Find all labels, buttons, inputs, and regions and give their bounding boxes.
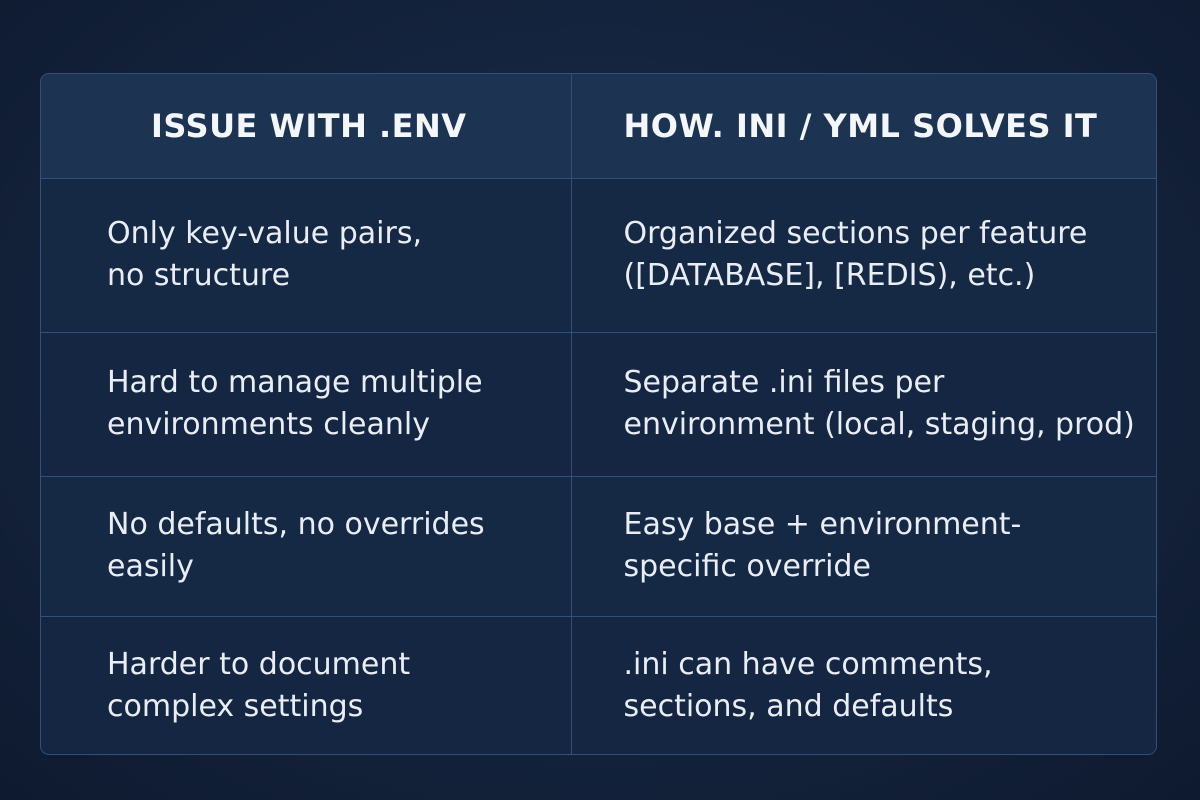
cell-text-line: Only key-value pairs, <box>107 216 422 251</box>
table-row: Only key-value pairs, no structure Organ… <box>41 177 1156 333</box>
cell-text-line: ([DATABASE], [REDIS), etc.) <box>623 258 1036 293</box>
header-issue: ISSUE WITH .ENV <box>41 74 572 179</box>
cell-text-line: Hard to manage multiple <box>107 365 483 400</box>
table-row: Harder to document complex settings .ini… <box>41 615 1156 754</box>
solution-cell: Separate .ini files per environment (loc… <box>570 331 1156 477</box>
cell-text-line: environment (local, staging, prod) <box>623 407 1135 442</box>
cell-text-line: Organized sections per feature <box>623 216 1088 251</box>
solution-cell: Easy base + environment- specific overri… <box>570 475 1156 617</box>
cell-text-line: complex settings <box>107 689 364 725</box>
comparison-table-container: ISSUE WITH .ENV HOW. INI / YML SOLVES IT… <box>40 73 1157 755</box>
solution-cell: Organized sections per feature ([DATABAS… <box>570 177 1156 333</box>
cell-text-line: .ini can have comments, <box>623 647 993 683</box>
issue-cell: Only key-value pairs, no structure <box>41 177 572 333</box>
table-row: No defaults, no overrides easily Easy ba… <box>41 475 1156 617</box>
header-solution: HOW. INI / YML SOLVES IT <box>570 74 1156 179</box>
cell-text-line: Separate .ini files per <box>623 365 945 400</box>
issue-cell: Harder to document complex settings <box>41 615 572 754</box>
cell-text-line: no structure <box>107 258 291 293</box>
cell-text-line: sections, and defaults <box>623 689 954 725</box>
issue-cell: Hard to manage multiple environments cle… <box>41 331 572 477</box>
comparison-table: ISSUE WITH .ENV HOW. INI / YML SOLVES IT… <box>41 74 1156 754</box>
table-header-row: ISSUE WITH .ENV HOW. INI / YML SOLVES IT <box>41 74 1156 179</box>
issue-cell: No defaults, no overrides easily <box>41 475 572 617</box>
cell-text-line: Easy base + environment- <box>623 507 1022 542</box>
cell-text-line: Harder to document <box>107 647 411 683</box>
cell-text-line: No defaults, no overrides <box>107 507 485 542</box>
solution-cell: .ini can have comments, sections, and de… <box>570 615 1156 754</box>
cell-text-line: environments cleanly <box>107 407 430 442</box>
cell-text-line: specific override <box>623 549 871 584</box>
cell-text-line: easily <box>107 549 194 584</box>
table-row: Hard to manage multiple environments cle… <box>41 331 1156 477</box>
